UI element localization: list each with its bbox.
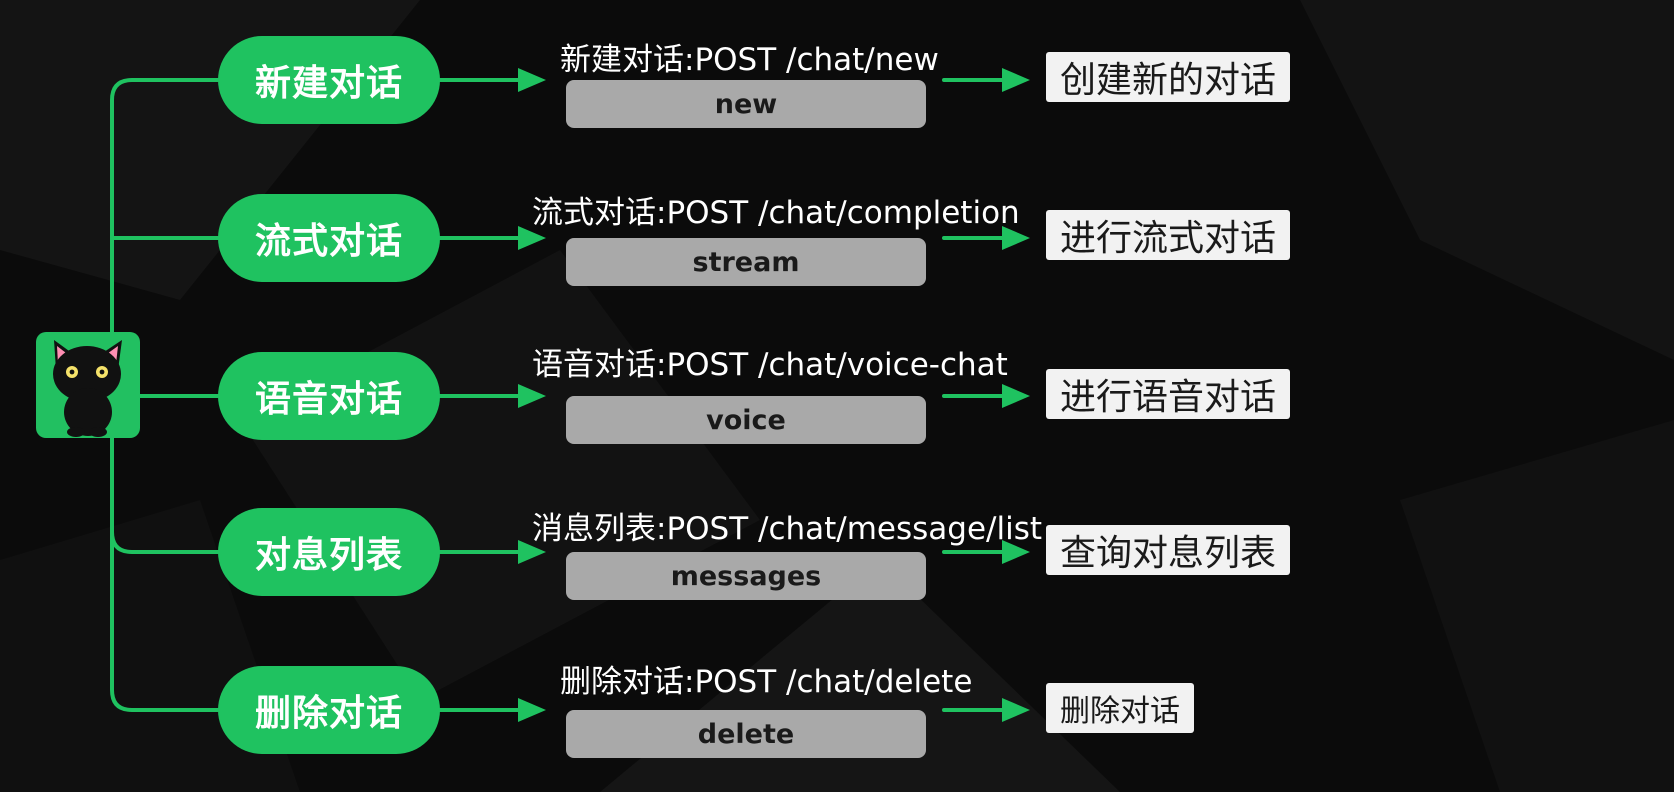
description-voice: 进行语音对话 [1046, 369, 1291, 419]
pill-new-chat: 新建对话 [218, 36, 440, 124]
tag-voice: voice [566, 396, 926, 444]
pill-message-list: 对息列表 [218, 508, 440, 596]
description-new: 创建新的对话 [1046, 52, 1291, 102]
tag-stream: stream [566, 238, 926, 286]
endpoint-label-messages: 消息列表:POST /chat/message/list [532, 511, 1043, 547]
pill-stream-chat: 流式对话 [218, 194, 440, 282]
black-cat-icon [36, 332, 140, 438]
description-messages: 查询对息列表 [1046, 525, 1291, 575]
endpoint-label-stream: 流式对话:POST /chat/completion [532, 195, 1020, 231]
tag-messages: messages [566, 552, 926, 600]
pill-delete-chat: 删除对话 [218, 666, 440, 754]
endpoint-label-voice: 语音对话:POST /chat/voice-chat [532, 347, 1008, 383]
endpoint-label-new: 新建对话:POST /chat/new [560, 42, 939, 78]
tag-delete: delete [566, 710, 926, 758]
pill-voice-chat: 语音对话 [218, 352, 440, 440]
tag-new: new [566, 80, 926, 128]
endpoint-label-delete: 删除对话:POST /chat/delete [560, 664, 973, 700]
description-stream: 进行流式对话 [1046, 210, 1291, 260]
description-delete: 删除对话 [1046, 683, 1194, 733]
